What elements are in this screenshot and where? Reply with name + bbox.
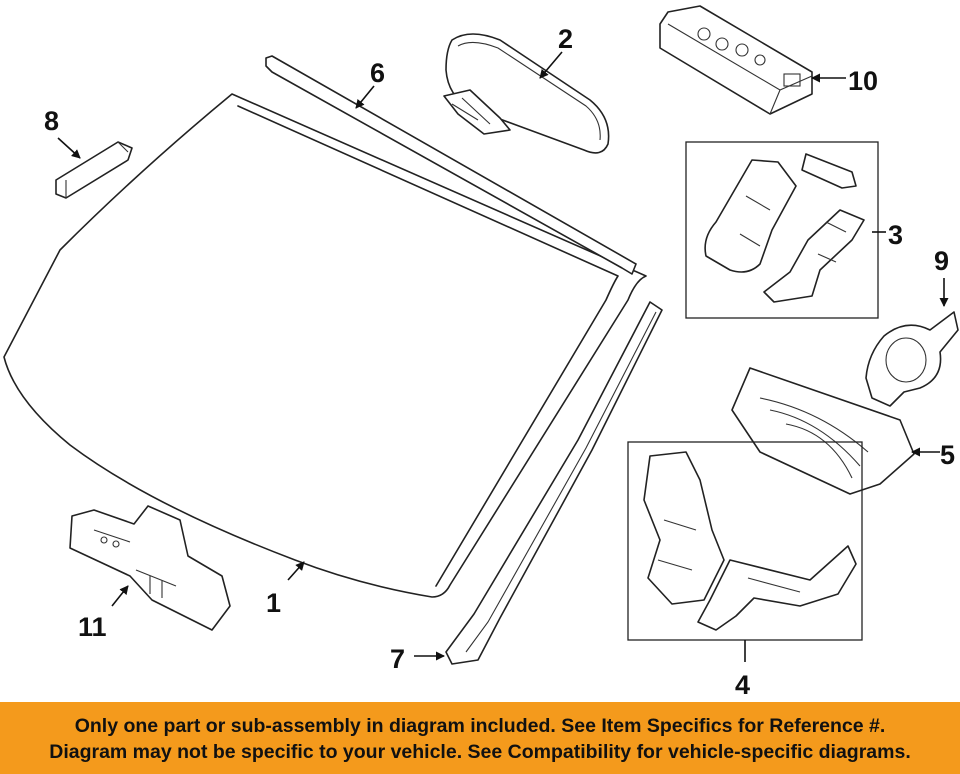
lower-cover-set (643, 451, 857, 631)
sensor-bracket (69, 505, 231, 631)
callout-7: 7 (390, 644, 405, 674)
leader-8 (57, 137, 81, 159)
callout-9: 9 (934, 246, 949, 276)
leader-6 (355, 85, 375, 109)
callout-3: 3 (888, 220, 903, 250)
callout-8: 8 (44, 106, 59, 136)
part3-box (685, 141, 879, 319)
disclaimer-line-1: Only one part or sub-assembly in diagram… (74, 715, 886, 737)
overhead-module (659, 5, 813, 115)
parts-diagram: 1 2 3 4 5 6 7 8 9 10 11 (3, 5, 959, 700)
mirror-cover-set (704, 153, 865, 303)
disclaimer-line-2: Diagram may not be specific to your vehi… (49, 741, 911, 763)
rearview-mirror (443, 33, 610, 154)
callout-2: 2 (558, 24, 573, 54)
windshield-glass (3, 93, 647, 598)
side-moulding (445, 301, 663, 665)
disclaimer-banner: Only one part or sub-assembly in diagram… (0, 702, 960, 774)
leader-1 (287, 561, 305, 581)
callout-10: 10 (848, 66, 878, 96)
leader-11 (111, 585, 129, 607)
rain-sensor (865, 311, 959, 407)
leader-2 (539, 51, 563, 79)
callout-6: 6 (370, 58, 385, 88)
callout-4: 4 (735, 670, 750, 700)
upper-moulding (265, 55, 637, 275)
callout-11: 11 (78, 612, 107, 642)
callout-5: 5 (940, 440, 955, 470)
trim-clip (55, 141, 133, 199)
callout-1: 1 (266, 588, 281, 618)
cover-trim (731, 367, 915, 495)
